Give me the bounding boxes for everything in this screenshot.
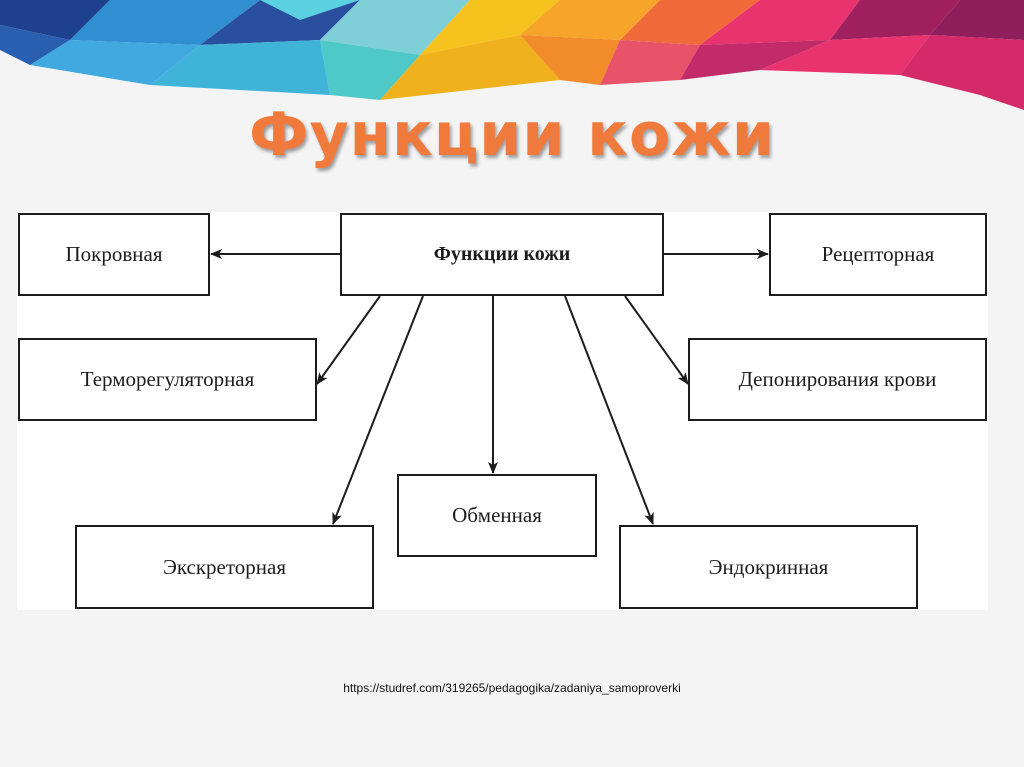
root-node-skin-functions: Функции кожи: [340, 213, 664, 296]
decorative-banner: [0, 0, 1024, 120]
source-url[interactable]: https://studref.com/319265/pedagogika/za…: [343, 681, 681, 695]
node-obmennaya: Обменная: [397, 474, 597, 557]
node-receptornaya: Рецепторная: [769, 213, 987, 296]
node-pokrovnaya: Покровная: [18, 213, 210, 296]
slide-title: Функции кожи: [249, 100, 775, 170]
node-deponirovaniya-krovi: Депонирования крови: [688, 338, 987, 421]
node-endokrinnaya: Эндокринная: [619, 525, 918, 609]
node-ekskretornaya: Экскреторная: [75, 525, 374, 609]
node-termoregulyatornaya: Терморегуляторная: [18, 338, 317, 421]
